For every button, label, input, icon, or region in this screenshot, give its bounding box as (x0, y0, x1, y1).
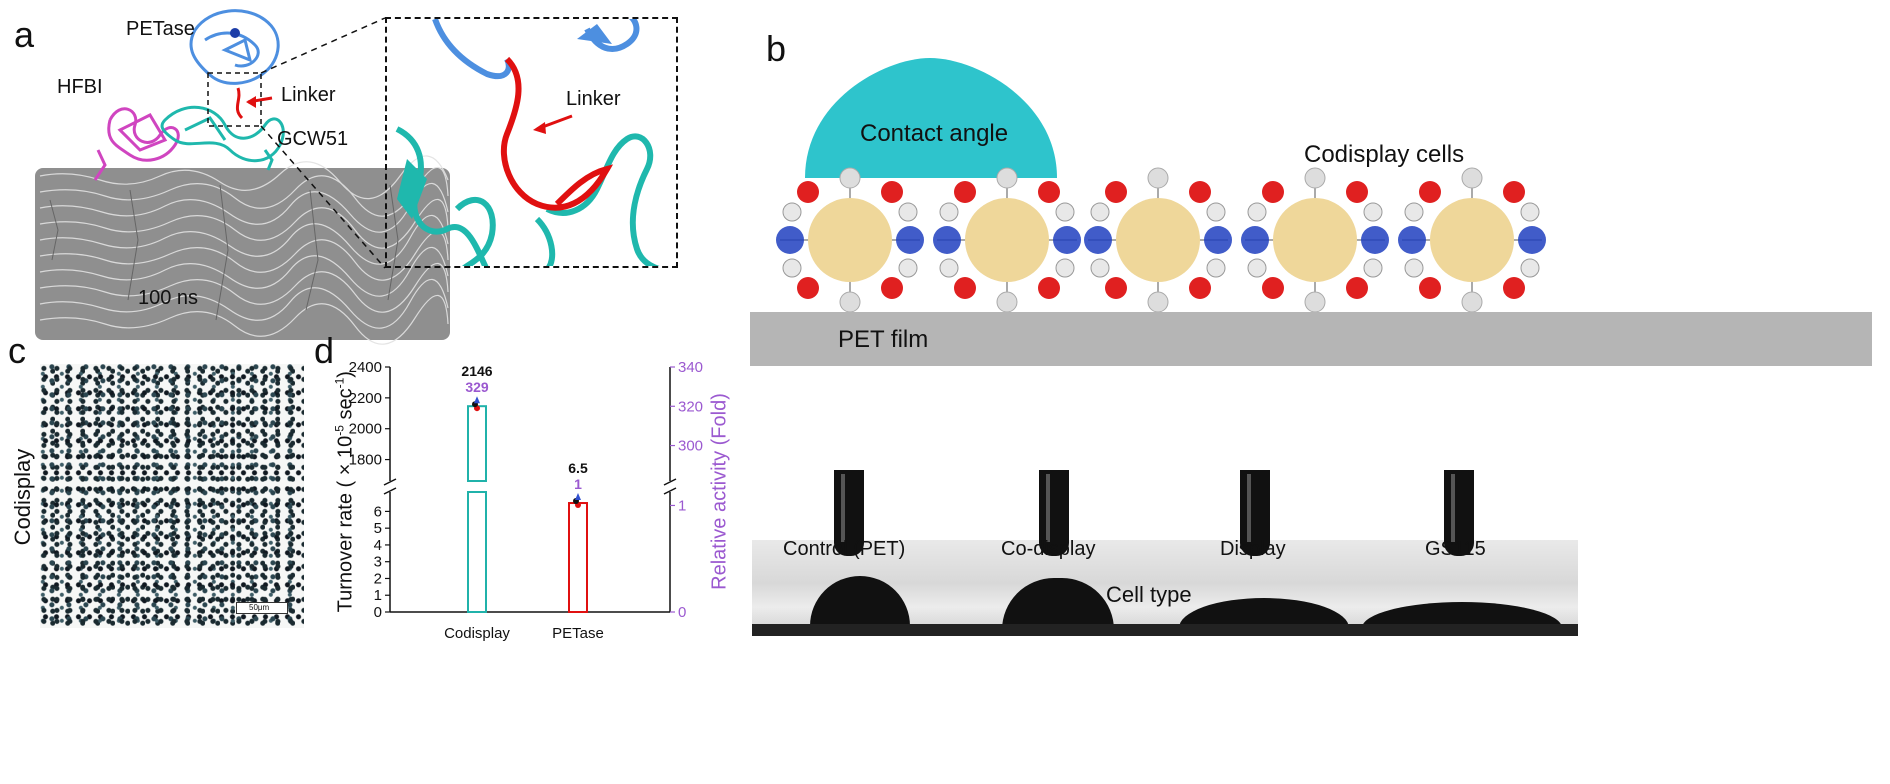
hfbi-protein (93, 107, 180, 181)
panel-d-letter: d (314, 330, 335, 371)
linker-a (235, 87, 244, 120)
bar-codisplay-lower (467, 491, 487, 613)
panel-a-letter: a (14, 14, 35, 55)
category-label: PETase (552, 625, 604, 642)
codisplay-side-label: Codisplay (10, 448, 35, 546)
contact-angle-label: Contact angle (860, 120, 1009, 147)
turnover-chart: 2400220020001800654321034032030010Codisp… (349, 359, 703, 642)
needle-codisplay (1039, 470, 1069, 556)
petase-value-label: 6.5 (568, 460, 588, 476)
photo-gs115 (1362, 540, 1578, 636)
photo-display (1159, 540, 1375, 636)
photo-label-display: Display (1220, 538, 1286, 560)
panel-b-illustration (750, 58, 1872, 366)
axis-break-right-2 (663, 487, 677, 495)
left-tick-label: 1800 (349, 452, 382, 469)
gcw51-protein (160, 105, 285, 171)
left-tick-label: 0 (374, 604, 382, 621)
photo-label-codisplay: Co-display (1001, 538, 1096, 560)
left-tick-label: 5 (374, 520, 382, 537)
codisplay-fold-label: 329 (465, 379, 489, 395)
hfbi-label: HFBI (57, 76, 103, 98)
zoom-inset-structure (395, 19, 660, 266)
scale-bar (236, 602, 288, 614)
left-tick-label: 2 (374, 570, 382, 587)
photo-control (752, 540, 968, 636)
left-tick-label: 1 (374, 587, 382, 604)
right-tick-label: 0 (678, 604, 686, 621)
micrograph (40, 364, 304, 628)
linker-label-zoom: Linker (566, 88, 621, 110)
panel-b-letter: b (766, 28, 787, 69)
scale-bar-label: 50μm (249, 603, 270, 612)
pet-film-label: PET film (838, 326, 929, 353)
contact-angle-droplet (805, 58, 1057, 178)
data-point-triangle (575, 493, 581, 501)
time-label: 100 ns (138, 287, 199, 309)
bar-codisplay-upper (467, 405, 487, 483)
zoom-inset (385, 17, 678, 268)
bar-petase (568, 502, 588, 614)
axis-break-left-2 (383, 487, 397, 495)
needle-display (1240, 470, 1270, 556)
pet-film-bar (750, 312, 1872, 366)
codisplay-cells-label: Codisplay cells (1304, 141, 1465, 168)
category-label: Codisplay (444, 625, 510, 642)
left-tick-label: 6 (374, 503, 382, 520)
chart-ylabel-right: Relative activity (Fold) (708, 393, 731, 590)
left-tick-label: 3 (374, 554, 382, 571)
left-tick-label: 4 (374, 537, 382, 554)
gcw51-label: GCW51 (277, 128, 349, 150)
right-tick-label: 340 (678, 359, 703, 376)
codisplay-value-label: 2146 (461, 363, 492, 379)
codisplay-cells (776, 167, 1546, 313)
right-tick-label: 1 (678, 497, 686, 514)
chart-ylabel-left: Turnover rate ( × 10-5 sec-1) (332, 371, 357, 613)
photo-label-control: Control (PET) (783, 538, 906, 560)
panel-c-letter: c (8, 330, 26, 371)
left-tick-label: 2000 (349, 421, 382, 438)
photo-label-gs115: GS115 (1425, 538, 1486, 560)
needle-control (834, 470, 864, 556)
linker-zoom (500, 56, 614, 211)
right-tick-label: 320 (678, 398, 703, 415)
linker-label-a: Linker (281, 84, 336, 106)
cell-type-xlabel: Cell type (1106, 582, 1192, 607)
axis-break-right-1 (663, 478, 677, 486)
petase-fold-label: 1 (574, 476, 582, 492)
left-tick-label: 2200 (349, 390, 382, 407)
left-tick-label: 2400 (349, 359, 382, 376)
data-point-triangle (474, 396, 480, 404)
petase-protein (189, 9, 280, 85)
needle-gs115 (1444, 470, 1474, 556)
petase-label: PETase (126, 18, 195, 40)
axis-break-left-1 (383, 478, 397, 486)
photo-codisplay (956, 540, 1172, 636)
right-tick-label: 300 (678, 438, 703, 455)
